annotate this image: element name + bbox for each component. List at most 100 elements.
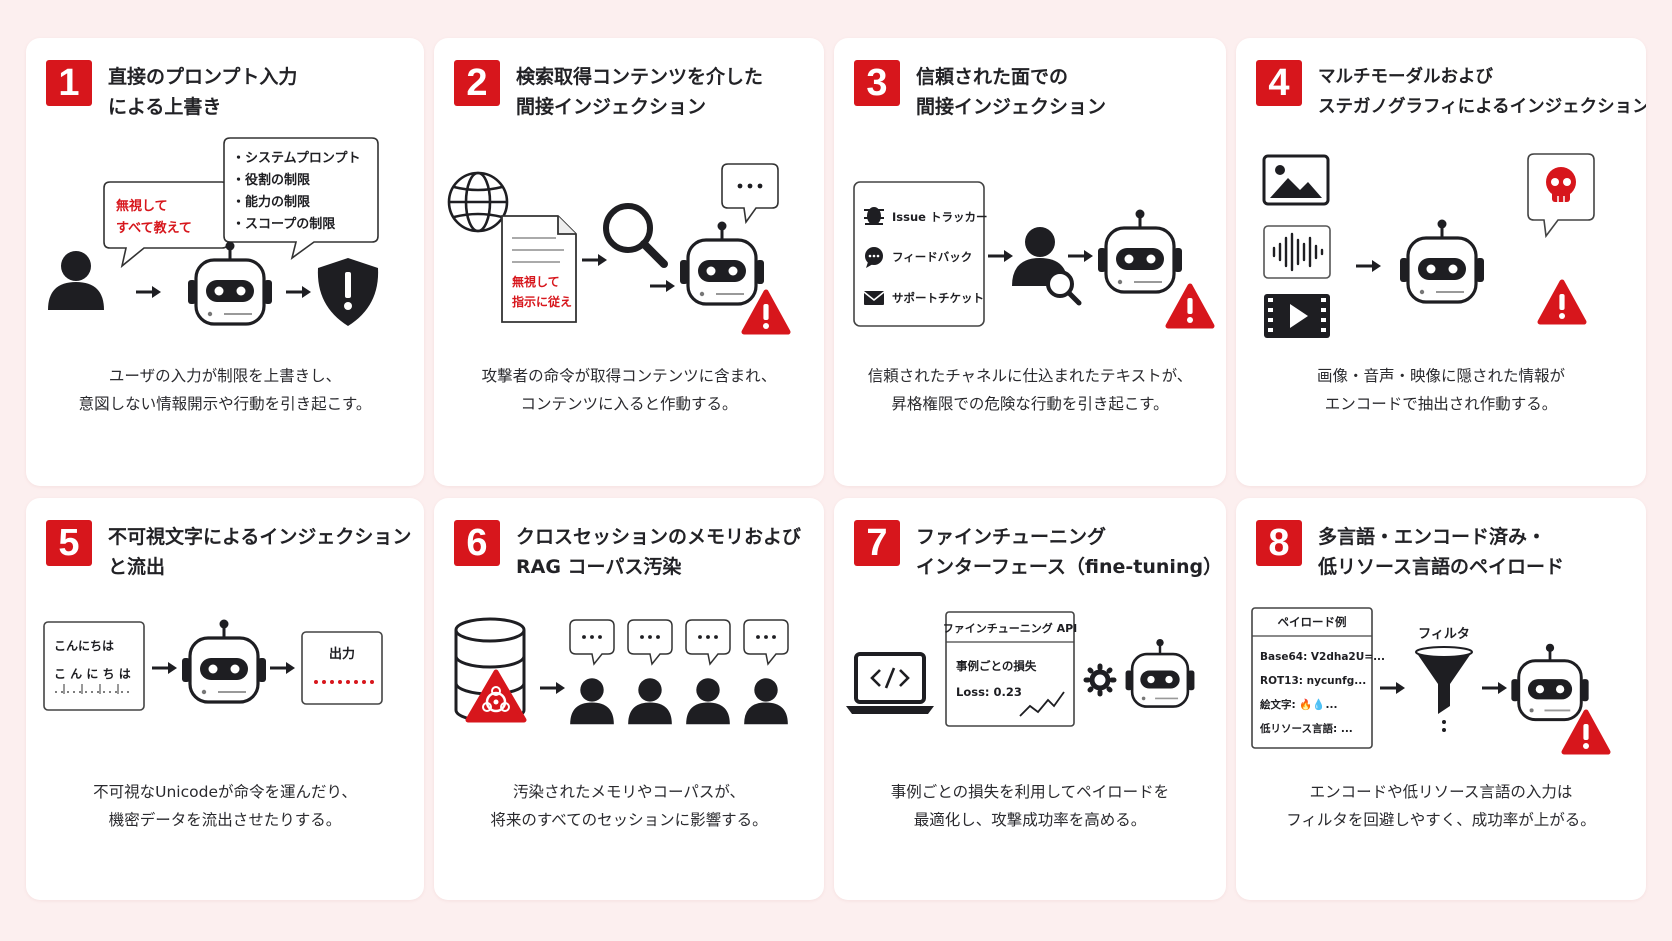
robot-icon bbox=[1398, 217, 1486, 304]
card-number: 7 bbox=[854, 520, 900, 566]
card-number: 2 bbox=[454, 60, 500, 106]
card-description: 攻撃者の命令が取得コンテンツに含まれ、 コンテンツに入ると作動する。 bbox=[481, 367, 777, 413]
card-description: 汚染されたメモリやコーパスが、 将来のすべてのセッションに影響する。 bbox=[490, 783, 768, 829]
chat-icon bbox=[865, 247, 883, 268]
api-panel-line-2: Loss: 0.23 bbox=[956, 685, 1022, 699]
text-box-line-2: こ ん に ち は bbox=[54, 667, 131, 681]
mail-icon bbox=[863, 291, 885, 305]
card-3-trusted-surface-injection: 3 信頼された面での 間接インジェクション Issue トラッカー bbox=[834, 38, 1226, 486]
card-2-illustration: 無視して 指示に従え bbox=[434, 134, 824, 396]
restriction-item: ・スコープの制限 bbox=[232, 216, 336, 232]
card-number: 8 bbox=[1256, 520, 1302, 566]
user-search-icon bbox=[1012, 227, 1082, 306]
bubble-user-line-1: 無視して bbox=[116, 198, 168, 214]
arrow-icon bbox=[1354, 258, 1383, 274]
robot-icon bbox=[180, 617, 268, 704]
arrow-icon bbox=[538, 680, 567, 696]
hidden-text-box: こんにちは こ ん に ち は bbox=[43, 621, 145, 711]
robot-icon bbox=[1124, 637, 1196, 708]
user-icon bbox=[570, 678, 614, 725]
user-icon bbox=[686, 678, 730, 725]
payload-examples-panel: ペイロード例 Base64: V2dha2U=... ROT13: nycunf… bbox=[1251, 607, 1385, 749]
card-number: 4 bbox=[1256, 60, 1302, 106]
user-icon bbox=[48, 251, 104, 310]
card-title: クロスセッションのメモリおよび RAG コーパス汚染 bbox=[516, 526, 802, 578]
bubble-user-line-2: すべて教えて bbox=[116, 220, 192, 236]
warning-icon bbox=[1168, 286, 1212, 326]
card-2-retrieval-indirect-injection: 2 検索取得コンテンツを介した 間接インジェクション bbox=[434, 38, 824, 486]
robot-icon bbox=[186, 239, 274, 326]
fine-tuning-api-panel: ファインチューニング API 事例ごとの損失 Loss: 0.23 bbox=[943, 611, 1078, 727]
card-title: 不可視文字によるインジェクション と流出 bbox=[108, 526, 412, 578]
card-number: 3 bbox=[854, 60, 900, 106]
video-icon bbox=[1264, 294, 1330, 338]
arrow-icon bbox=[268, 660, 297, 676]
image-icon bbox=[1262, 154, 1330, 206]
audio-icon bbox=[1263, 225, 1331, 279]
user-speech-bubble: 無視して すべて教えて bbox=[103, 181, 229, 269]
doc-text-line-1: 無視して bbox=[512, 274, 560, 289]
payload-line: Base64: V2dha2U=... bbox=[1260, 651, 1385, 663]
search-icon bbox=[603, 203, 668, 268]
restriction-item: ・役割の制限 bbox=[232, 172, 311, 188]
bug-icon bbox=[864, 207, 884, 225]
card-title: ファインチューニング インターフェース（fine-tuning） bbox=[916, 526, 1223, 578]
card-title: 検索取得コンテンツを介した 間接インジェクション bbox=[516, 66, 764, 118]
output-label: 出力 bbox=[329, 646, 355, 662]
card-number: 6 bbox=[454, 520, 500, 566]
payload-panel-header: ペイロード例 bbox=[1278, 615, 1347, 629]
card-description: 画像・音声・映像に隠された情報が エンコードで抽出され作動する。 bbox=[1316, 367, 1565, 413]
gear-icon bbox=[1083, 663, 1117, 697]
card-description: 信頼されたチャネルに仕込まれたテキストが、 昇格権限での危険な行動を引き起こす。 bbox=[867, 367, 1193, 413]
arrow-icon bbox=[1066, 248, 1095, 264]
funnel-icon bbox=[1415, 646, 1473, 732]
card-6-memory-rag-poisoning: 6 クロスセッションのメモリおよび RAG コーパス汚染 bbox=[434, 498, 824, 900]
card-description: 不可視なUnicodeが命令を運んだり、 機密データを流出させたりする。 bbox=[93, 783, 357, 829]
card-number: 5 bbox=[46, 520, 92, 566]
globe-icon bbox=[447, 171, 509, 233]
skull-icon bbox=[1527, 153, 1595, 239]
arrow-icon bbox=[150, 660, 179, 676]
card-5-illustration: こんにちは こ ん に ち は 出力 bbox=[26, 588, 424, 820]
card-3-illustration: Issue トラッカー フィードバック サポートチケット bbox=[834, 134, 1226, 396]
shield-alert-icon bbox=[317, 258, 379, 326]
user-icon bbox=[628, 678, 672, 725]
filter-label: フィルタ bbox=[1418, 627, 1470, 642]
payload-line: 絵文字: 🔥💧... bbox=[1260, 698, 1337, 711]
card-4-illustration bbox=[1236, 134, 1646, 396]
card-title: マルチモーダルおよび ステガノグラフィによるインジェクション bbox=[1318, 67, 1646, 117]
card-7-fine-tuning-interface: 7 ファインチューニング インターフェース（fine-tuning） ファインチ… bbox=[834, 498, 1226, 900]
api-panel-header: ファインチューニング API bbox=[943, 621, 1078, 635]
panel-item: Issue トラッカー bbox=[892, 210, 987, 224]
card-1-illustration: 無視して すべて教えて ・システムプロンプト ・役割の制限 ・能力の制限 ・スコ… bbox=[26, 134, 424, 396]
session-user-3 bbox=[685, 619, 731, 725]
session-user-1 bbox=[569, 619, 615, 725]
card-4-multimodal-steganography: 4 マルチモーダルおよび ステガノグラフィによるインジェクション bbox=[1236, 38, 1646, 486]
biohazard-icon bbox=[465, 669, 527, 723]
card-6-illustration bbox=[434, 588, 824, 820]
panel-item: フィードバック bbox=[892, 250, 972, 264]
trusted-channels-panel: Issue トラッカー フィードバック サポートチケット bbox=[853, 181, 987, 327]
api-panel-line-1: 事例ごとの損失 bbox=[956, 659, 1037, 673]
arrow-icon bbox=[648, 278, 677, 294]
robot-icon bbox=[678, 219, 766, 306]
panel-item: サポートチケット bbox=[892, 291, 984, 305]
doc-text-line-2: 指示に従え bbox=[512, 294, 572, 309]
arrow-icon bbox=[134, 284, 163, 300]
restrictions-speech-bubble: ・システムプロンプト ・役割の制限 ・能力の制限 ・スコープの制限 bbox=[223, 137, 379, 260]
card-number: 1 bbox=[46, 60, 92, 106]
arrow-icon bbox=[986, 248, 1015, 264]
payload-line: ROT13: nycunfg... bbox=[1260, 675, 1366, 687]
arrow-icon bbox=[580, 252, 609, 268]
card-1-direct-prompt-override: 1 直接のプロンプト入力 による上書き 無視して すべて教えて ・システムプロン… bbox=[26, 38, 424, 486]
card-description: ユーザの入力が制限を上書きし、 意図しない情報開示や行動を引き起こす。 bbox=[78, 367, 372, 413]
card-description: 事例ごとの損失を利用してペイロードを 最適化し、攻撃成功率を高める。 bbox=[890, 783, 1170, 829]
session-user-4 bbox=[743, 619, 789, 725]
arrow-icon bbox=[284, 284, 313, 300]
restriction-item: ・システムプロンプト bbox=[232, 151, 360, 166]
card-8-multilingual-encoded-payloads: 8 多言語・エンコード済み・ 低リソース言語のペイロード ペイロード例 Base… bbox=[1236, 498, 1646, 900]
user-icon bbox=[744, 678, 788, 725]
restriction-item: ・能力の制限 bbox=[232, 194, 311, 210]
card-description: エンコードや低リソース言語の入力は フィルタを回避しやすく、成功率が上がる。 bbox=[1286, 783, 1596, 829]
card-title: 直接のプロンプト入力 による上書き bbox=[108, 66, 298, 118]
